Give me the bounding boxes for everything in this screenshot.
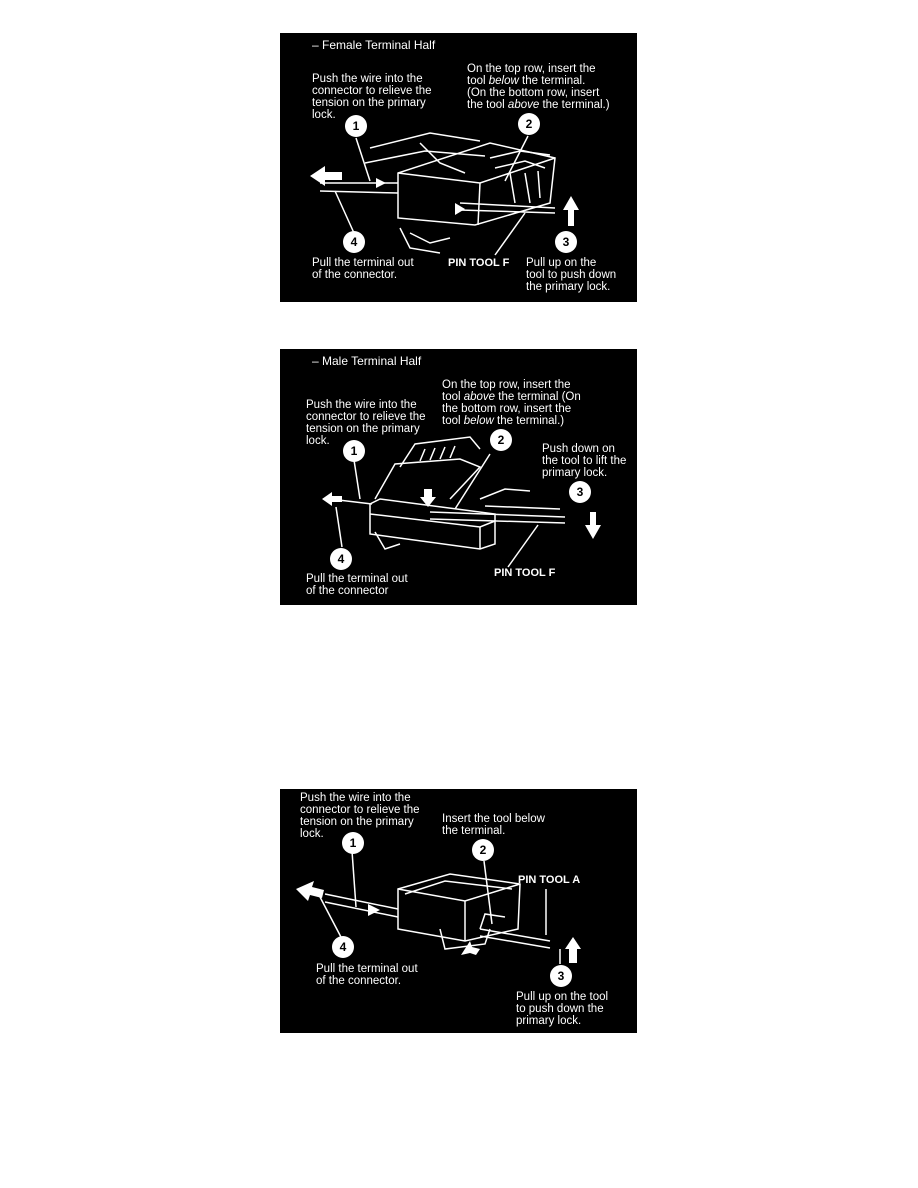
- push-down-instruction: Push down on the tool to lift the primar…: [542, 443, 627, 479]
- callout-4: 4: [330, 548, 352, 570]
- pull-instruction: Pull the terminal out of the connector.: [312, 257, 414, 281]
- callout-4: 4: [343, 231, 365, 253]
- connector-drawing: [296, 850, 581, 964]
- figure-title: – Female Terminal Half: [312, 38, 436, 52]
- callout-3: 3: [569, 481, 591, 503]
- push-instruction: Push the wire into the connector to reli…: [312, 73, 432, 121]
- callout-1: 1: [345, 115, 367, 137]
- callout-2: 2: [518, 113, 540, 135]
- push-instruction: Push the wire into the connector to reli…: [306, 399, 426, 447]
- insert-instruction: Insert the tool below the terminal.: [442, 813, 545, 837]
- callout-3: 3: [555, 231, 577, 253]
- male-connector-drawing: [322, 436, 601, 568]
- pull-up-instruction: Pull up on the tool to push down the pri…: [516, 991, 609, 1027]
- pull-up-arrow: [563, 196, 579, 226]
- callout-1: 1: [343, 440, 365, 462]
- figure-pin-tool-a: Push the wire into the connector to reli…: [280, 789, 637, 1033]
- pull-instruction: Pull the terminal out of the connector.: [316, 963, 418, 987]
- push-instruction: Push the wire into the connector to reli…: [300, 792, 420, 840]
- pin-tool-label: PIN TOOL F: [494, 567, 556, 579]
- pull-left-arrow: [310, 166, 342, 186]
- pull-up-instruction: Pull up on the tool to push down the pri…: [526, 257, 617, 293]
- callout-2: 2: [490, 429, 512, 451]
- callout-1: 1: [342, 832, 364, 854]
- pin-tool-label: PIN TOOL A: [518, 874, 581, 886]
- figure-title: – Male Terminal Half: [312, 354, 422, 368]
- push-down-arrow: [585, 512, 601, 539]
- pull-instruction: Pull the terminal out of the connector: [306, 573, 408, 597]
- callout-3: 3: [550, 965, 572, 987]
- callout-4: 4: [332, 936, 354, 958]
- pin-tool-label: PIN TOOL F: [448, 257, 510, 269]
- callout-2: 2: [472, 839, 494, 861]
- insert-instruction: On the top row, insert the tool above th…: [442, 379, 581, 427]
- figure-female-terminal: – Female Terminal Half Push the wire int…: [280, 33, 637, 302]
- female-connector-drawing: [310, 132, 579, 256]
- insert-instruction: On the top row, insert the tool below th…: [467, 63, 610, 111]
- figure-male-terminal: – Male Terminal Half On the top row, ins…: [280, 349, 637, 605]
